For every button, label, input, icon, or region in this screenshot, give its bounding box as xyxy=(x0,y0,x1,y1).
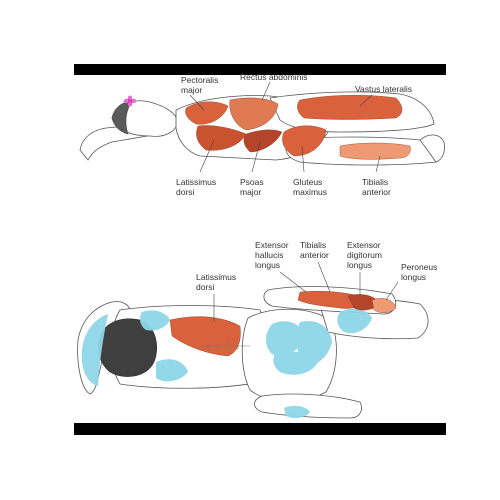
muscle-peroneus xyxy=(371,298,397,313)
label-extensor-digitorum-longus: Extensor digitorum longus xyxy=(347,240,382,270)
stretch-zone-hip-left xyxy=(266,321,304,356)
top-view-leader-lines xyxy=(213,261,399,322)
foot xyxy=(419,134,445,163)
side-view-leader-lines xyxy=(189,81,381,173)
stretch-zone-shoulder xyxy=(139,310,170,331)
stretch-zone-knee xyxy=(337,308,372,334)
hair xyxy=(111,100,133,135)
muscle-tibialis-top xyxy=(339,142,411,160)
muscle-pectoralis xyxy=(185,101,229,125)
muscle-rectus xyxy=(229,97,279,131)
top-view-left-leg xyxy=(254,393,362,419)
label-latissimus-dorsi-bottom: Latissimus dorsi xyxy=(196,272,237,292)
stretch-zone-hip-right xyxy=(296,320,332,365)
stretch-zone-foot xyxy=(284,405,310,419)
label-vastus-lateralis: Vastus lateralis xyxy=(355,84,413,94)
flower-icon xyxy=(123,95,137,107)
label-extensor-hallucis-longus: Extensor hallucis longus xyxy=(255,240,289,270)
muscle-vastus xyxy=(297,95,403,120)
label-gluteus-maximus: Gluteus maximus xyxy=(293,177,328,197)
muscle-latissimus xyxy=(196,125,247,151)
muscle-gluteus xyxy=(282,125,327,157)
label-peroneus-longus: Peroneus longus xyxy=(401,262,438,282)
label-latissimus-dorsi-top: Latissimus dorsi xyxy=(176,177,217,197)
stretch-zone-sacrum xyxy=(273,351,318,375)
label-psoas-major: Psoas major xyxy=(240,177,264,197)
spine-outline xyxy=(200,342,250,350)
stretch-zones xyxy=(81,308,372,419)
top-view-hair xyxy=(98,318,157,377)
bottom-black-bar xyxy=(74,423,446,435)
label-tibialis-anterior-top: Tibialis anterior xyxy=(362,177,391,197)
stretch-zone-chest xyxy=(156,359,188,382)
side-view-muscles xyxy=(185,95,411,160)
label-pectoralis-major: Pectoralis major xyxy=(181,75,219,95)
label-rectus-abdominis: Rectus abdominis xyxy=(240,72,308,82)
label-tibialis-anterior-bottom: Tibialis anterior xyxy=(300,240,329,260)
top-black-bar xyxy=(74,64,446,75)
stretch-zone-arm xyxy=(81,314,108,386)
muscle-psoas xyxy=(243,129,283,153)
